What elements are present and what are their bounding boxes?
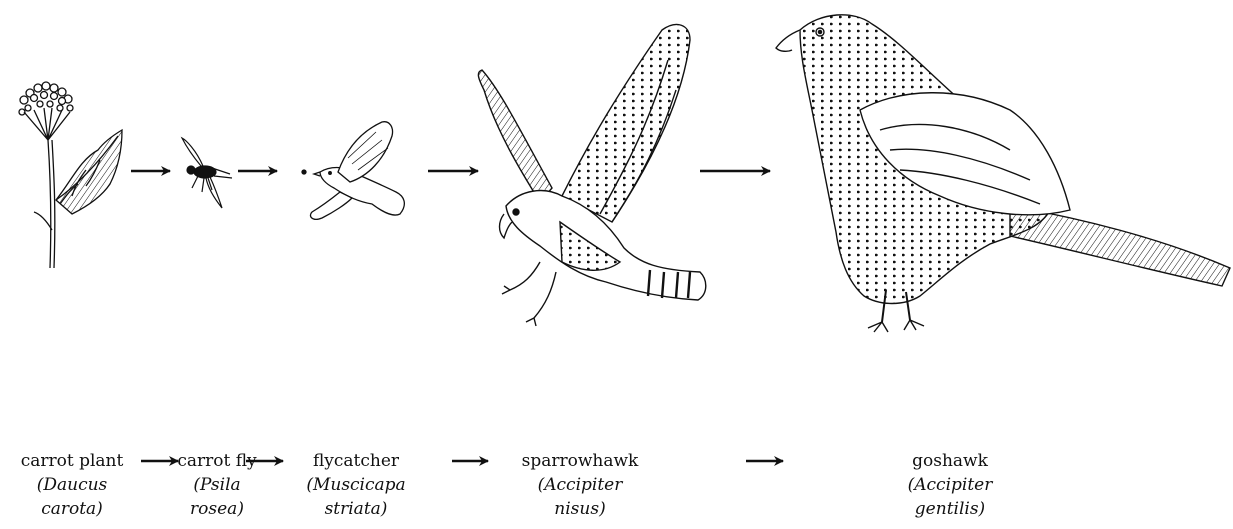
scientific-name-genus: (Psila — [174, 473, 260, 497]
common-name: goshawk — [880, 449, 1020, 473]
label-carrot-fly: carrot fly (Psila rosea) — [174, 449, 260, 521]
label-goshawk: goshawk (Accipiter gentilis) — [880, 449, 1020, 521]
scientific-name-species: striata) — [296, 497, 416, 521]
common-name: carrot fly — [174, 449, 260, 473]
scientific-name-genus: (Accipiter — [880, 473, 1020, 497]
label-sparrowhawk: sparrowhawk (Accipiter nisus) — [510, 449, 650, 521]
carrot-plant-icon — [19, 82, 122, 268]
common-name: carrot plant — [4, 449, 140, 473]
flycatcher-icon — [302, 122, 404, 220]
scientific-name-species: rosea) — [174, 497, 260, 521]
common-name: sparrowhawk — [510, 449, 650, 473]
sparrowhawk-icon — [478, 25, 705, 326]
label-carrot-plant: carrot plant (Daucus carota) — [4, 449, 140, 521]
carrot-fly-icon — [182, 138, 232, 208]
scientific-name-species: gentilis) — [880, 497, 1020, 521]
goshawk-icon — [776, 15, 1230, 332]
scientific-name-genus: (Muscicapa — [296, 473, 416, 497]
common-name: flycatcher — [296, 449, 416, 473]
scientific-name-species: nisus) — [510, 497, 650, 521]
scientific-name-genus: (Daucus — [4, 473, 140, 497]
label-flycatcher: flycatcher (Muscicapa striata) — [296, 449, 416, 521]
scientific-name-genus: (Accipiter — [510, 473, 650, 497]
scientific-name-species: carota) — [4, 497, 140, 521]
